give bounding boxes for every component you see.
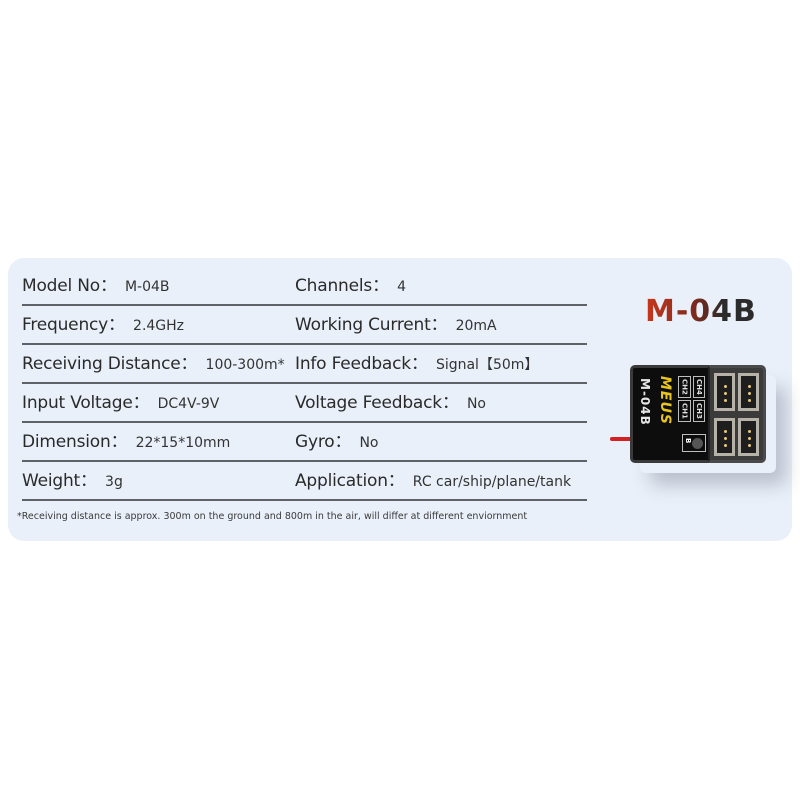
spec-colon: ： <box>99 276 117 296</box>
pin-icon <box>724 437 727 440</box>
spec-label: Receiving Distance <box>22 354 181 374</box>
spec-label: Working Current <box>295 315 431 335</box>
spec-row: Input Voltage：DC4V-9V Voltage Feedback：N… <box>22 385 587 423</box>
spec-row: Model No：M-04B Channels：4 <box>22 268 587 306</box>
pin-icon <box>748 399 751 402</box>
spec-colon: ： <box>180 354 198 374</box>
pin-icon <box>748 392 751 395</box>
spec-colon: ： <box>334 432 352 452</box>
servo-port-icon <box>738 418 759 456</box>
antenna-wire <box>610 437 632 441</box>
spec-value: 3g <box>105 474 123 490</box>
spec-colon: ： <box>108 315 126 335</box>
spec-value: M-04B <box>124 279 170 295</box>
spec-table: Model No：M-04B Channels：4 Frequency：2.4G… <box>22 268 587 502</box>
receiver-label-face: M-04B MEUS CH2 CH4 CH1 CH3 B <box>630 365 708 463</box>
spec-label: Frequency <box>22 315 109 335</box>
pin-icon <box>748 430 751 433</box>
spec-value: No <box>359 435 379 451</box>
spec-row: Receiving Distance：100-300m* Info Feedba… <box>22 346 587 384</box>
spec-colon: ： <box>410 354 428 374</box>
spec-colon: ： <box>430 315 448 335</box>
pin-icon <box>724 430 727 433</box>
spec-gyro: Gyro： No <box>295 424 379 460</box>
spec-value: DC4V-9V <box>157 396 220 412</box>
spec-value: 20mA <box>455 318 497 334</box>
receiver-port-block <box>708 365 766 463</box>
servo-port-icon <box>714 373 735 411</box>
spec-working-current: Working Current： 20mA <box>295 307 497 343</box>
spec-label: Info Feedback <box>295 354 411 374</box>
spec-channels: Channels： 4 <box>295 268 406 304</box>
spec-value: 22*15*10mm <box>135 435 231 451</box>
spec-colon: ： <box>110 432 128 452</box>
channel-label: CH2 <box>678 376 691 398</box>
spec-label: Weight <box>22 471 81 491</box>
spec-colon: ： <box>387 471 405 491</box>
spec-input-voltage: Input Voltage： DC4V-9V <box>22 385 219 421</box>
spec-label: Application <box>295 471 388 491</box>
spec-weight: Weight： 3g <box>22 463 123 499</box>
pin-icon <box>748 444 751 447</box>
spec-label: Input Voltage <box>22 393 133 413</box>
pin-icon <box>748 385 751 388</box>
bind-label: B <box>684 438 692 444</box>
spec-colon: ： <box>441 393 459 413</box>
spec-info-feedback: Info Feedback： Signal【50m】 <box>295 346 538 382</box>
spec-row: Dimension：22*15*10mm Gyro：No <box>22 424 587 462</box>
spec-label: Dimension <box>22 432 111 452</box>
channel-label: CH4 <box>692 376 705 398</box>
pin-icon <box>724 385 727 388</box>
spec-value: 2.4GHz <box>133 318 185 334</box>
spec-receiving-distance: Receiving Distance： 100-300m* <box>22 346 285 382</box>
spec-application: Application： RC car/ship/plane/tank <box>295 463 571 499</box>
device-brand-logo: MEUS <box>657 376 673 425</box>
pin-icon <box>724 392 727 395</box>
spec-panel: Model No：M-04B Channels：4 Frequency：2.4G… <box>8 258 792 541</box>
pin-icon <box>724 399 727 402</box>
spec-frequency: Frequency： 2.4GHz <box>22 307 184 343</box>
spec-colon: ： <box>132 393 150 413</box>
spec-row: Weight：3g Application：RC car/ship/plane/… <box>22 463 587 501</box>
product-title: M-04B <box>645 294 757 329</box>
servo-port-icon <box>714 418 735 456</box>
spec-voltage-feedback: Voltage Feedback： No <box>295 385 486 421</box>
channel-label: CH3 <box>692 400 705 422</box>
pin-icon <box>724 444 727 447</box>
bind-button-dot-icon <box>692 438 703 449</box>
spec-dimension: Dimension： 22*15*10mm <box>22 424 230 460</box>
spec-value: 100-300m* <box>205 357 285 373</box>
bind-button-graphic: B <box>682 434 706 452</box>
spec-value: 4 <box>397 279 406 295</box>
channel-labels: CH2 CH4 CH1 CH3 <box>678 376 705 422</box>
spec-label: Gyro <box>295 432 335 452</box>
spec-value: Signal【50m】 <box>435 357 539 373</box>
spec-model-no: Model No： M-04B <box>22 268 170 304</box>
spec-colon: ： <box>80 471 98 491</box>
spec-label: Voltage Feedback <box>295 393 442 413</box>
spec-label: Model No <box>22 276 100 296</box>
servo-port-icon <box>738 373 759 411</box>
spec-label: Channels <box>295 276 373 296</box>
spec-row: Frequency：2.4GHz Working Current：20mA <box>22 307 587 345</box>
device-model-text: M-04B <box>638 378 652 426</box>
spec-value: RC car/ship/plane/tank <box>412 474 572 490</box>
receiver-image: M-04B MEUS CH2 CH4 CH1 CH3 B <box>610 365 766 463</box>
spec-colon: ： <box>372 276 390 296</box>
spec-value: No <box>466 396 486 412</box>
channel-label: CH1 <box>678 400 691 422</box>
footnote: *Receiving distance is approx. 300m on t… <box>17 511 528 522</box>
pin-icon <box>748 437 751 440</box>
